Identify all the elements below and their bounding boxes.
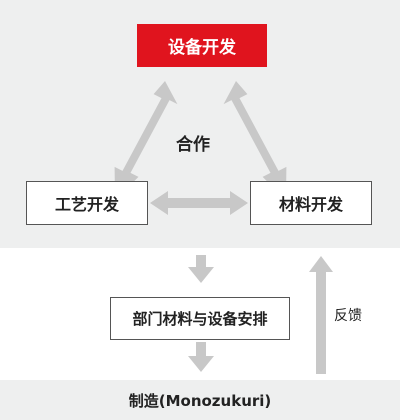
material-development-box: 材料开发 [250,181,372,225]
double-arrow-horizontal [150,191,248,215]
manufacturing-label: 制造(Monozukuri) [128,391,272,410]
process-development-box: 工艺开发 [26,181,148,225]
arrow-down-lower [188,342,214,372]
arrow-down-upper [188,255,214,283]
arrow-feedback-up [309,256,333,374]
double-arrow-top-right [223,81,287,200]
manufacturing-band [0,380,400,420]
double-arrow-top-left [114,81,178,200]
cooperation-label: 合作 [176,135,210,155]
equipment-development-box: 设备开发 [137,24,267,67]
arrangement-box: 部门材料与设备安排 [110,297,290,340]
feedback-label: 反馈 [334,308,362,324]
